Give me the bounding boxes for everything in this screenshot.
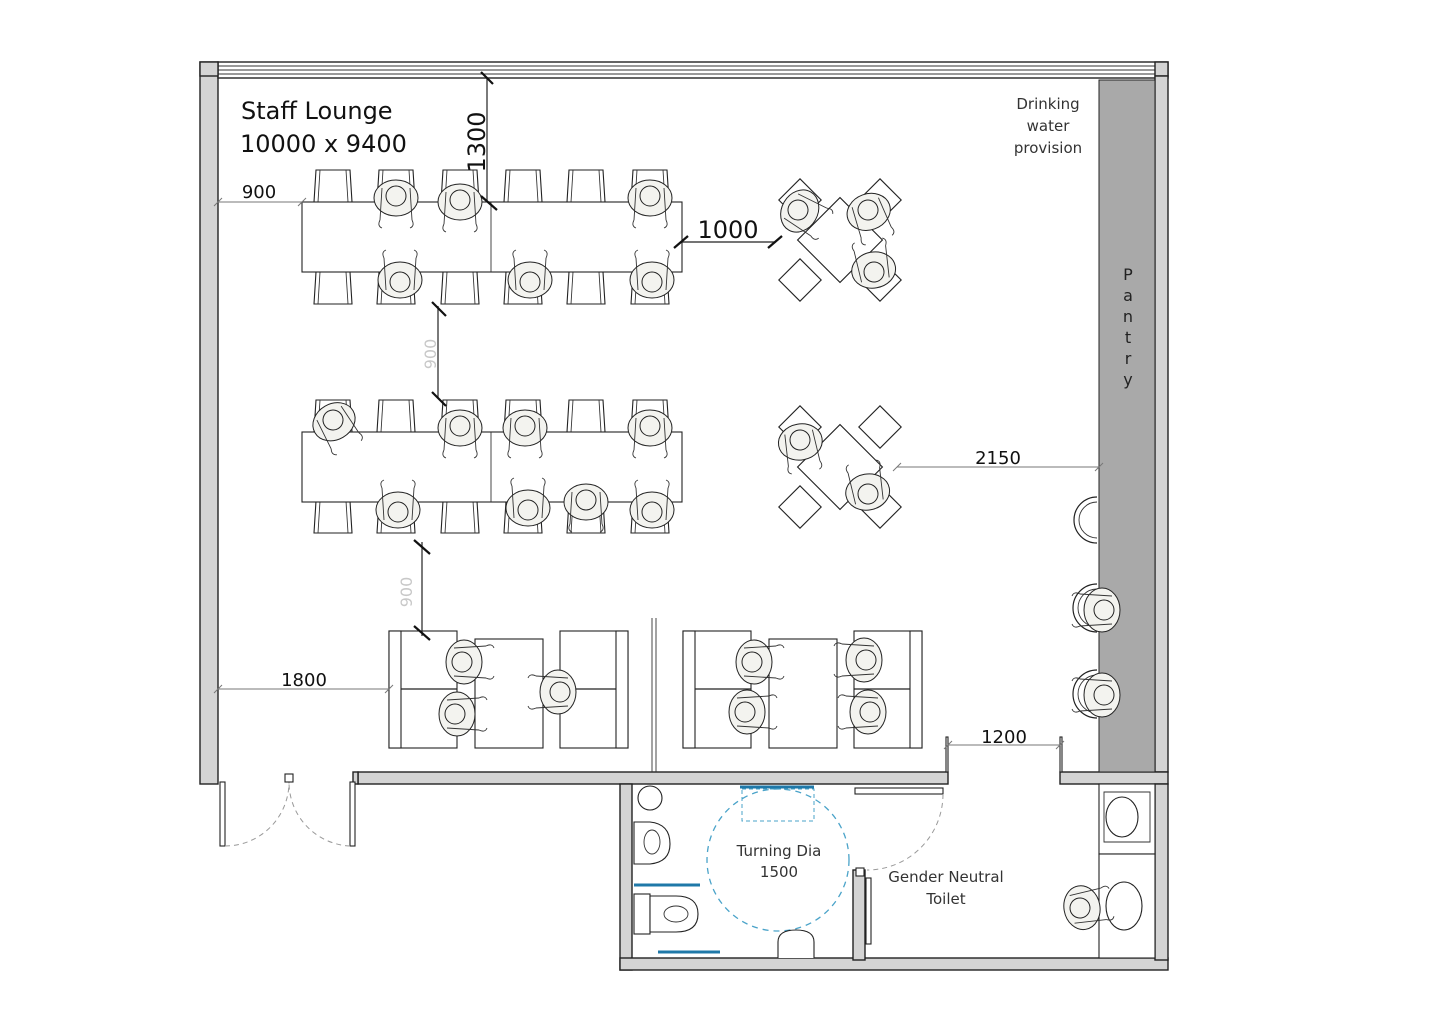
entrance-door (219, 773, 356, 847)
booth-left (388, 630, 629, 749)
chairs-bottom-row (313, 271, 670, 305)
turning-circle (706, 788, 850, 932)
svg-text:r: r (1125, 349, 1132, 368)
dimension-ghost-lower: 900 (397, 577, 416, 608)
dimension-ghost-upper: 900 (421, 339, 440, 370)
svg-text:Drinking: Drinking (1016, 95, 1079, 113)
south-wall-right (1059, 771, 1169, 785)
svg-text:Turning Dia: Turning Dia (736, 842, 822, 860)
dimension-1000: 1000 (697, 216, 758, 244)
dining-table-middle (301, 394, 683, 534)
svg-text:1500: 1500 (760, 863, 798, 881)
dimension-1300: 1300 (463, 111, 491, 172)
toilet-doors (854, 736, 1063, 945)
gender-neutral-toilet-fixtures (1059, 783, 1156, 959)
room-name: Staff Lounge (241, 97, 393, 125)
diagonal-table-top (772, 178, 902, 302)
table-surface (301, 201, 683, 273)
diagonal-table-middle (775, 405, 902, 529)
pantry-label: P a n t r y (1123, 265, 1133, 389)
chairs-bottom-row (313, 500, 670, 534)
drinking-water-label: Drinking water provision (1014, 95, 1082, 157)
svg-text:a: a (1123, 286, 1133, 305)
accessible-toilet (633, 785, 850, 958)
dimension-lines: 900 1300 1000 900 900 2150 1800 1200 (213, 71, 1104, 750)
svg-text:n: n (1123, 307, 1133, 326)
toilet-partition (852, 869, 866, 961)
svg-text:water: water (1027, 117, 1071, 135)
toilet-label: Gender Neutral Toilet (888, 868, 1003, 908)
east-wall (1154, 75, 1169, 773)
svg-text:Toilet: Toilet (925, 890, 965, 908)
dimension-1800: 1800 (281, 670, 327, 691)
dining-table-top (301, 169, 683, 305)
chairs-top-row (313, 169, 670, 203)
turning-dia-label: Turning Dia 1500 (736, 842, 822, 881)
south-wall-left (357, 771, 949, 785)
room-title: Staff Lounge 10000 x 9400 (240, 97, 407, 158)
pantry-stools (1071, 496, 1121, 719)
walls (199, 61, 1169, 971)
chairs-top-row (313, 399, 670, 433)
svg-text:P: P (1123, 265, 1133, 284)
svg-text:t: t (1125, 328, 1131, 347)
dimension-1200: 1200 (981, 727, 1027, 748)
pantry-counter (1098, 79, 1156, 773)
svg-text:provision: provision (1014, 139, 1082, 157)
booth-right (682, 630, 923, 749)
dimension-900: 900 (242, 182, 276, 203)
dimension-2150: 2150 (975, 448, 1021, 469)
toilet-west-wall (619, 783, 633, 971)
table-surface (301, 431, 683, 503)
svg-text:y: y (1123, 370, 1132, 389)
room-size: 10000 x 9400 (240, 130, 407, 158)
west-wall (199, 61, 219, 785)
toilet-south-wall (619, 957, 1169, 971)
svg-text:Gender Neutral: Gender Neutral (888, 868, 1003, 886)
